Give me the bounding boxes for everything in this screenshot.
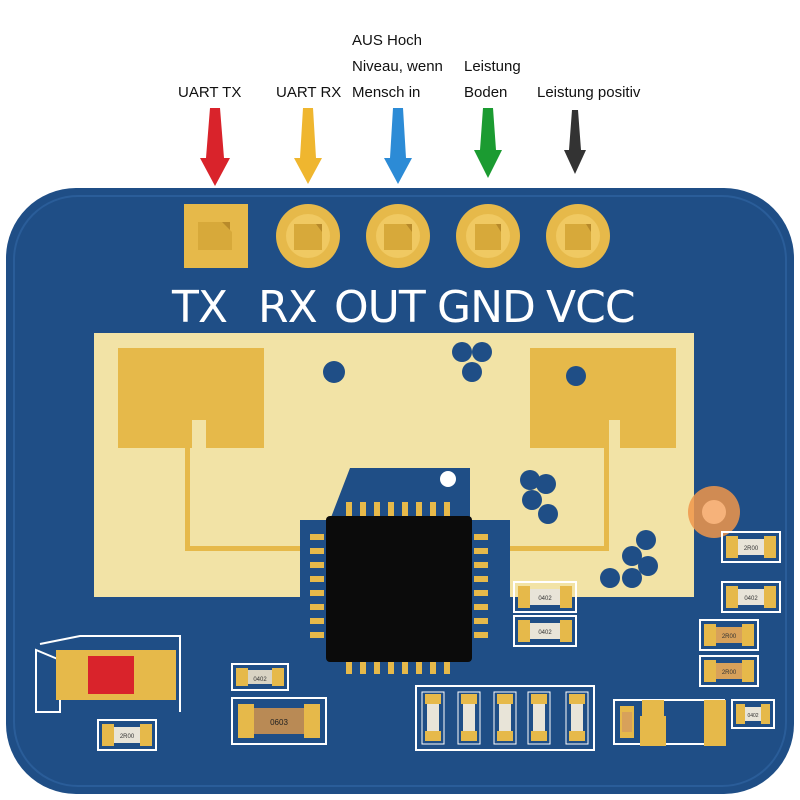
smd-r7-label: 2R00 [744, 546, 759, 552]
callout-out-line1: AUS Hoch [352, 32, 423, 49]
callout-out-line2: Niveau, wenn [352, 58, 443, 75]
callout-gnd-line2: Boden [464, 84, 508, 101]
smd-r9-label: 2R00 [722, 634, 737, 640]
pin-label-rx: RX [258, 282, 318, 333]
callout-rx: UART RX [276, 84, 342, 101]
smd-r8-label: 0402 [744, 596, 758, 602]
radar-ic [326, 516, 472, 662]
smd-r3: 0402 [513, 615, 577, 647]
arrow-gnd [474, 108, 502, 178]
pin-pad-tx [184, 204, 248, 268]
diode-pads [613, 699, 726, 746]
antenna-patch-left [118, 348, 325, 551]
smd-r4-label: 0603 [270, 718, 288, 727]
callout-out-line3: Mensch in [352, 84, 421, 101]
pin-label-out: OUT [334, 282, 426, 333]
smd-r2-label: 0402 [538, 596, 552, 602]
callout-tx: UART TX [178, 84, 242, 101]
pin-pad-gnd [456, 204, 520, 268]
smd-r1-label: 0402 [253, 677, 267, 683]
vias [323, 342, 658, 588]
smd-r6-label: 0402 [747, 713, 758, 719]
pin-label-tx: TX [172, 282, 228, 333]
pin-pad-out [366, 204, 430, 268]
callout-gnd-line1: Leistung [464, 58, 521, 75]
pin-pad-rx [276, 204, 340, 268]
smd-r9: 2R00 [699, 619, 759, 651]
pin-label-vcc: VCC [546, 282, 636, 333]
smd-r7: 2R00 [721, 531, 781, 563]
smd-vertical-row [415, 685, 595, 751]
capacitor-red [35, 635, 181, 713]
smd-r6: 0402 [731, 699, 775, 729]
smd-r10-label: 2R00 [722, 670, 737, 676]
ic-pins [310, 502, 488, 674]
smd-r1: 0402 [231, 663, 289, 691]
pin-label-gnd: GND [437, 282, 536, 333]
arrow-vcc [564, 110, 586, 174]
arrow-rx [294, 108, 322, 184]
smd-r2: 0402 [513, 581, 577, 613]
smd-r4: 0603 [231, 697, 327, 745]
pin1-marker [440, 471, 456, 487]
arrow-tx [200, 108, 230, 186]
arrow-out [384, 108, 412, 184]
pin-pad-vcc [546, 204, 610, 268]
smd-r5: 2R00 [97, 719, 157, 751]
smd-r5-label: 2R00 [120, 734, 135, 740]
callout-vcc: Leistung positiv [537, 84, 641, 101]
smd-r3-label: 0402 [538, 630, 552, 636]
smd-r10: 2R00 [699, 655, 759, 687]
smd-r8: 0402 [721, 581, 781, 613]
